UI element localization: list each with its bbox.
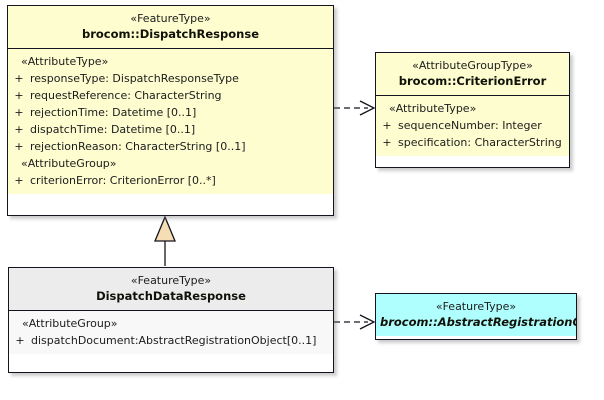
attribute-label: dispatchTime: Datetime [0..1] — [30, 123, 196, 136]
attribute-row[interactable]: + specification: CharacterString — [376, 134, 569, 151]
attribute-row[interactable]: + rejectionReason: CharacterString [0..1… — [8, 138, 333, 155]
class-header-abstract-registration-object: «FeatureType» brocom::AbstractRegistrati… — [376, 294, 576, 336]
attribute-visibility: + — [382, 119, 392, 132]
class-box-criterion-error[interactable]: «AttributeGroupType» brocom::CriterionEr… — [375, 52, 570, 168]
class-stereotype: «FeatureType» — [130, 12, 211, 25]
attribute-visibility: + — [382, 136, 392, 149]
class-title: brocom::DispatchResponse — [82, 27, 259, 41]
attribute-label: rejectionReason: CharacterString [0..1] — [30, 140, 246, 153]
class-body-criterion-error: «AttributeType» + sequenceNumber: Intege… — [376, 96, 569, 156]
dependency-dispatchdataresponse-to-abstractregistrationobject — [334, 314, 376, 330]
compartment-group-label: «AttributeGroup» — [21, 157, 117, 170]
dependency-dispatchresponse-to-criterionerror — [334, 100, 376, 116]
attribute-label: requestReference: CharacterString — [30, 89, 222, 102]
compartment-group-label: «AttributeGroup» — [22, 317, 118, 330]
class-header-criterion-error: «AttributeGroupType» brocom::CriterionEr… — [376, 53, 569, 96]
attribute-row[interactable]: + dispatchTime: Datetime [0..1] — [8, 121, 333, 138]
attribute-row[interactable]: + criterionError: CriterionError [0..*] — [8, 172, 333, 189]
class-title: brocom::CriterionError — [398, 74, 547, 88]
class-header-dispatch-data-response: «FeatureType» DispatchDataResponse — [9, 268, 333, 311]
compartment-group-label: «AttributeType» — [389, 102, 477, 115]
class-box-abstract-registration-object[interactable]: «FeatureType» brocom::AbstractRegistrati… — [375, 293, 577, 340]
attribute-row[interactable]: + responseType: DispatchResponseType — [8, 70, 333, 87]
generalization-dispatchdataresponse-to-dispatchresponse — [154, 215, 176, 266]
attribute-visibility: + — [14, 174, 24, 187]
class-title: DispatchDataResponse — [96, 289, 246, 303]
compartment-group-label: «AttributeType» — [21, 55, 109, 68]
attribute-visibility: + — [14, 140, 24, 153]
attribute-label: criterionError: CriterionError [0..*] — [30, 174, 216, 187]
attribute-label: specification: CharacterString — [398, 136, 562, 149]
attribute-label: sequenceNumber: Integer — [398, 119, 542, 132]
attribute-visibility: + — [14, 72, 24, 85]
class-stereotype: «FeatureType» — [130, 274, 212, 287]
attribute-visibility: + — [14, 123, 24, 136]
class-stereotype: «FeatureType» — [435, 300, 517, 313]
class-body-dispatch-response: «AttributeType» + responseType: Dispatch… — [8, 49, 333, 194]
class-stereotype: «AttributeGroupType» — [412, 59, 533, 72]
class-box-dispatch-data-response[interactable]: «FeatureType» DispatchDataResponse «Attr… — [8, 267, 334, 373]
class-header-dispatch-response: «FeatureType» brocom::DispatchResponse — [8, 6, 333, 49]
class-box-dispatch-response[interactable]: «FeatureType» brocom::DispatchResponse «… — [7, 5, 334, 216]
attribute-visibility: + — [14, 89, 24, 102]
attribute-visibility: + — [15, 334, 25, 347]
attribute-row[interactable]: + rejectionTime: Datetime [0..1] — [8, 104, 333, 121]
attribute-visibility: + — [14, 106, 24, 119]
class-title: brocom::AbstractRegistrationObject — [380, 315, 576, 329]
attribute-row[interactable]: + sequenceNumber: Integer — [376, 117, 569, 134]
attribute-label: responseType: DispatchResponseType — [30, 72, 239, 85]
class-body-dispatch-data-response: «AttributeGroup» + dispatchDocument:Abst… — [9, 311, 333, 354]
attribute-row[interactable]: + dispatchDocument:AbstractRegistrationO… — [9, 332, 333, 349]
attribute-label: rejectionTime: Datetime [0..1] — [30, 106, 197, 119]
attribute-row[interactable]: + requestReference: CharacterString — [8, 87, 333, 104]
attribute-label: dispatchDocument:AbstractRegistrationObj… — [31, 334, 317, 347]
